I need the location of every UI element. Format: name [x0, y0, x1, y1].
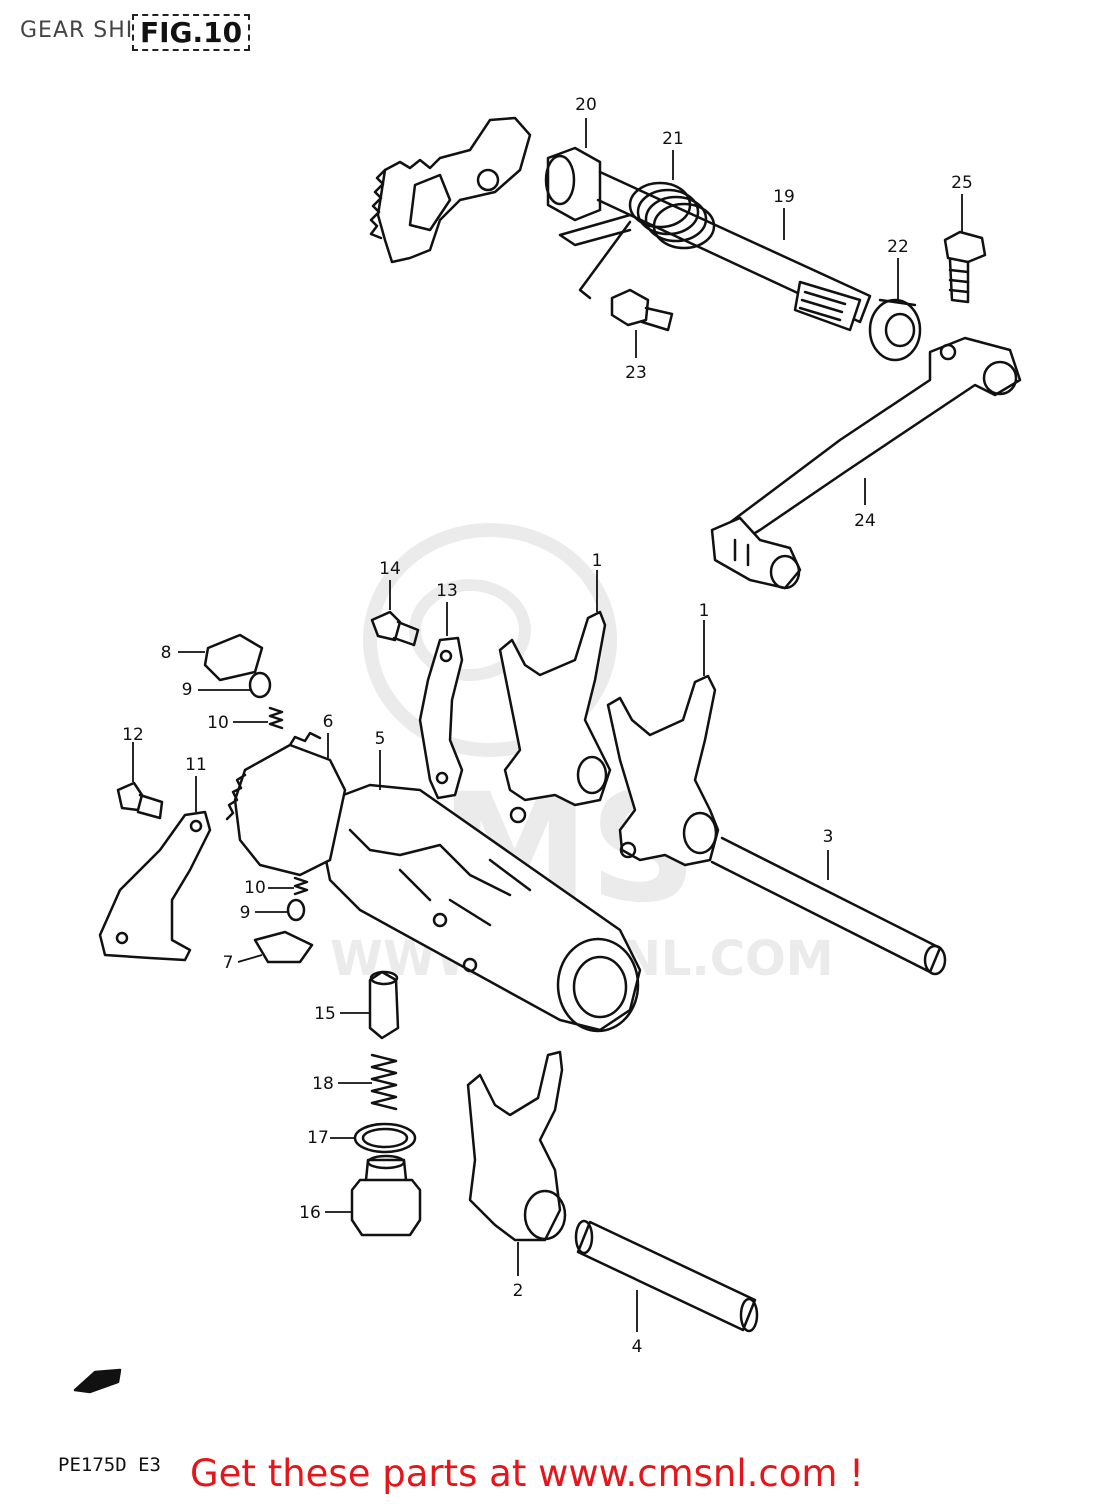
label-part-10-a: 10 — [207, 713, 229, 733]
bolt-part-23 — [610, 288, 674, 332]
label-part-23: 23 — [625, 363, 647, 383]
cam-stopper-part-7 — [253, 930, 314, 964]
cam-driven-gear-part-6 — [225, 731, 347, 877]
label-part-9-a: 9 — [182, 680, 193, 700]
label-part-17: 17 — [307, 1128, 329, 1148]
label-part-8: 8 — [161, 643, 172, 663]
label-part-12: 12 — [122, 725, 144, 745]
bolt-part-25 — [943, 230, 987, 304]
label-part-5: 5 — [375, 729, 386, 749]
return-spring-part-21 — [558, 181, 716, 300]
figure-number: FIG.10 — [132, 14, 251, 51]
label-part-6: 6 — [323, 712, 334, 732]
gearshift-cam-part-5 — [320, 783, 642, 1033]
label-part-14: 14 — [379, 559, 401, 579]
label-part-13: 13 — [436, 581, 458, 601]
label-part-22: 22 — [887, 237, 909, 257]
shift-fork-part-1-a — [498, 610, 612, 824]
spring-part-10-lower — [293, 876, 309, 896]
part-number-labels: 20 21 19 22 25 23 24 14 13 1 1 8 9 10 6 … — [122, 95, 973, 1357]
o-ring-part-17 — [353, 1122, 417, 1154]
gear-shift-shaft-part-19 — [596, 170, 872, 332]
parts-link-banner[interactable]: Get these parts at www.cmsnl.com ! — [190, 1452, 865, 1495]
cam-stopper-part-8 — [203, 633, 264, 682]
gear-shift-arm-part-20 — [369, 116, 602, 264]
fork-shaft-part-4 — [574, 1219, 759, 1333]
label-part-20: 20 — [575, 95, 597, 115]
stopper-plate-part-13 — [418, 636, 464, 800]
pin-part-9-lower — [286, 898, 306, 922]
label-part-10-b: 10 — [244, 878, 266, 898]
plug-part-16 — [350, 1154, 422, 1237]
gear-shift-lever-part-24 — [710, 336, 1022, 590]
fork-shaft-part-3 — [710, 836, 947, 976]
label-part-11: 11 — [185, 755, 207, 775]
oil-seal-part-22 — [868, 298, 922, 362]
front-direction-arrow-icon — [73, 1368, 122, 1394]
pin-part-9-upper — [248, 671, 272, 699]
label-part-18: 18 — [312, 1074, 334, 1094]
label-part-15: 15 — [314, 1004, 336, 1024]
label-part-7: 7 — [223, 953, 234, 973]
leader-lines — [132, 118, 963, 1332]
spring-part-10-upper — [268, 706, 284, 730]
label-part-25: 25 — [951, 173, 973, 193]
label-part-2: 2 — [513, 1281, 524, 1301]
label-part-9-b: 9 — [240, 903, 251, 923]
label-part-1-a: 1 — [592, 551, 603, 571]
label-part-21: 21 — [662, 129, 684, 149]
stopper-plate-part-11 — [98, 810, 212, 962]
neutral-switch-contact-part-15 — [368, 970, 400, 1040]
shift-fork-part-1-b — [606, 674, 720, 867]
label-part-1-b: 1 — [699, 601, 710, 621]
label-part-24: 24 — [854, 511, 876, 531]
screw-part-12 — [116, 781, 164, 820]
label-part-19: 19 — [773, 187, 795, 207]
label-part-3: 3 — [823, 827, 834, 847]
model-code: PE175D E3 — [58, 1454, 161, 1476]
screw-part-14 — [370, 610, 420, 647]
shift-fork-part-2 — [466, 1050, 567, 1242]
spring-part-18 — [370, 1053, 398, 1111]
label-part-4: 4 — [632, 1337, 643, 1357]
label-part-16: 16 — [299, 1203, 321, 1223]
